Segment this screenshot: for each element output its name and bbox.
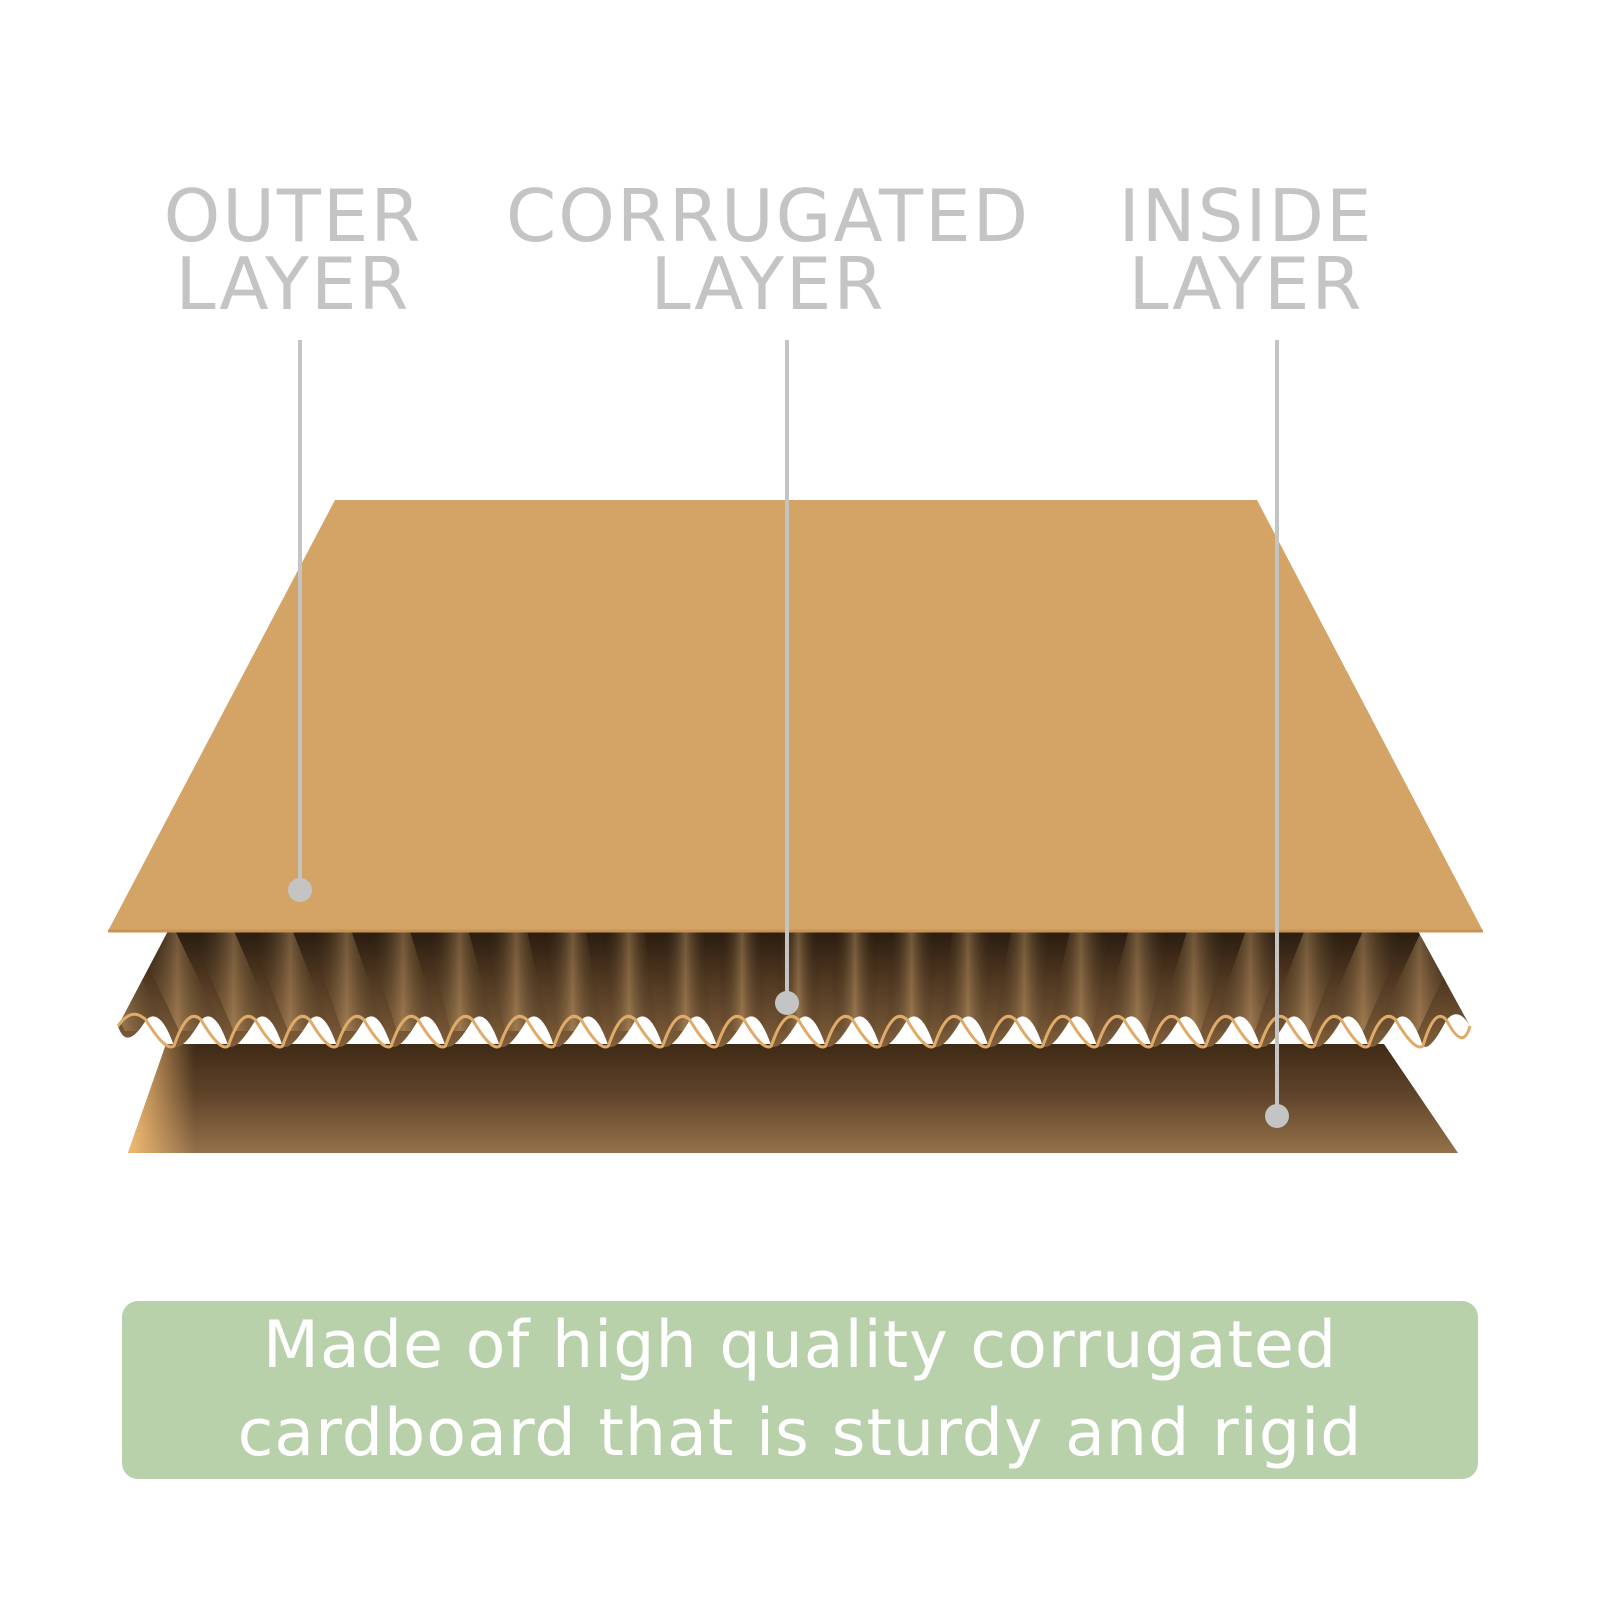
corrugated-rib bbox=[365, 931, 441, 1031]
inside-leader-dot bbox=[1265, 1104, 1289, 1128]
corrugated-rib bbox=[1211, 931, 1290, 1031]
corrugated-rib bbox=[190, 931, 278, 1031]
caption-line2: cardboard that is sturdy and rigid bbox=[237, 1396, 1363, 1471]
corrugated-leader-dot bbox=[775, 991, 799, 1015]
outer-layer-label-line1: OUTER bbox=[163, 174, 423, 258]
corrugated-wave-edge bbox=[116, 1012, 1472, 1049]
corrugated-layer-label-line1: CORRUGATED bbox=[505, 174, 1031, 258]
outer-leader-dot bbox=[288, 878, 312, 902]
inside-layer-label: INSIDE LAYER bbox=[1118, 174, 1374, 326]
corrugated-rib bbox=[1048, 931, 1114, 1031]
corrugated-layer-label-line2: LAYER bbox=[650, 242, 886, 326]
corrugated-rib bbox=[717, 931, 767, 1031]
corrugated-rib bbox=[939, 931, 997, 1031]
inside-layer-label-line1: INSIDE bbox=[1118, 174, 1374, 258]
corrugated-rib bbox=[541, 931, 604, 1031]
outer-layer bbox=[108, 500, 1483, 931]
corrugated-rib bbox=[830, 931, 880, 1031]
corrugated-rib bbox=[248, 931, 332, 1031]
corrugated-ribs bbox=[118, 931, 1466, 1031]
corrugated-rib bbox=[885, 931, 938, 1031]
corrugated-layer-label: CORRUGATED LAYER bbox=[505, 174, 1031, 326]
inside-layer-edge-highlight bbox=[128, 1044, 1458, 1153]
corrugated-rib bbox=[659, 931, 712, 1031]
corrugated-rib bbox=[424, 931, 495, 1031]
inside-layer-label-line2: LAYER bbox=[1128, 242, 1364, 326]
corrugated-rib bbox=[600, 931, 658, 1031]
caption-line1: Made of high quality corrugated bbox=[262, 1308, 1338, 1383]
corrugated-rib bbox=[1319, 931, 1407, 1031]
corrugated-rib bbox=[483, 931, 550, 1031]
caption-box: Made of high quality corrugated cardboar… bbox=[122, 1301, 1478, 1479]
corrugated-rib bbox=[776, 931, 821, 1031]
corrugated-rib bbox=[993, 931, 1056, 1031]
corrugated-rib bbox=[1156, 931, 1231, 1031]
corrugated-rib bbox=[1265, 931, 1349, 1031]
corrugated-rib bbox=[1102, 931, 1173, 1031]
outer-layer-label: OUTER LAYER bbox=[163, 174, 423, 326]
outer-layer-label-line2: LAYER bbox=[175, 242, 411, 326]
corrugated-rib bbox=[307, 931, 387, 1031]
